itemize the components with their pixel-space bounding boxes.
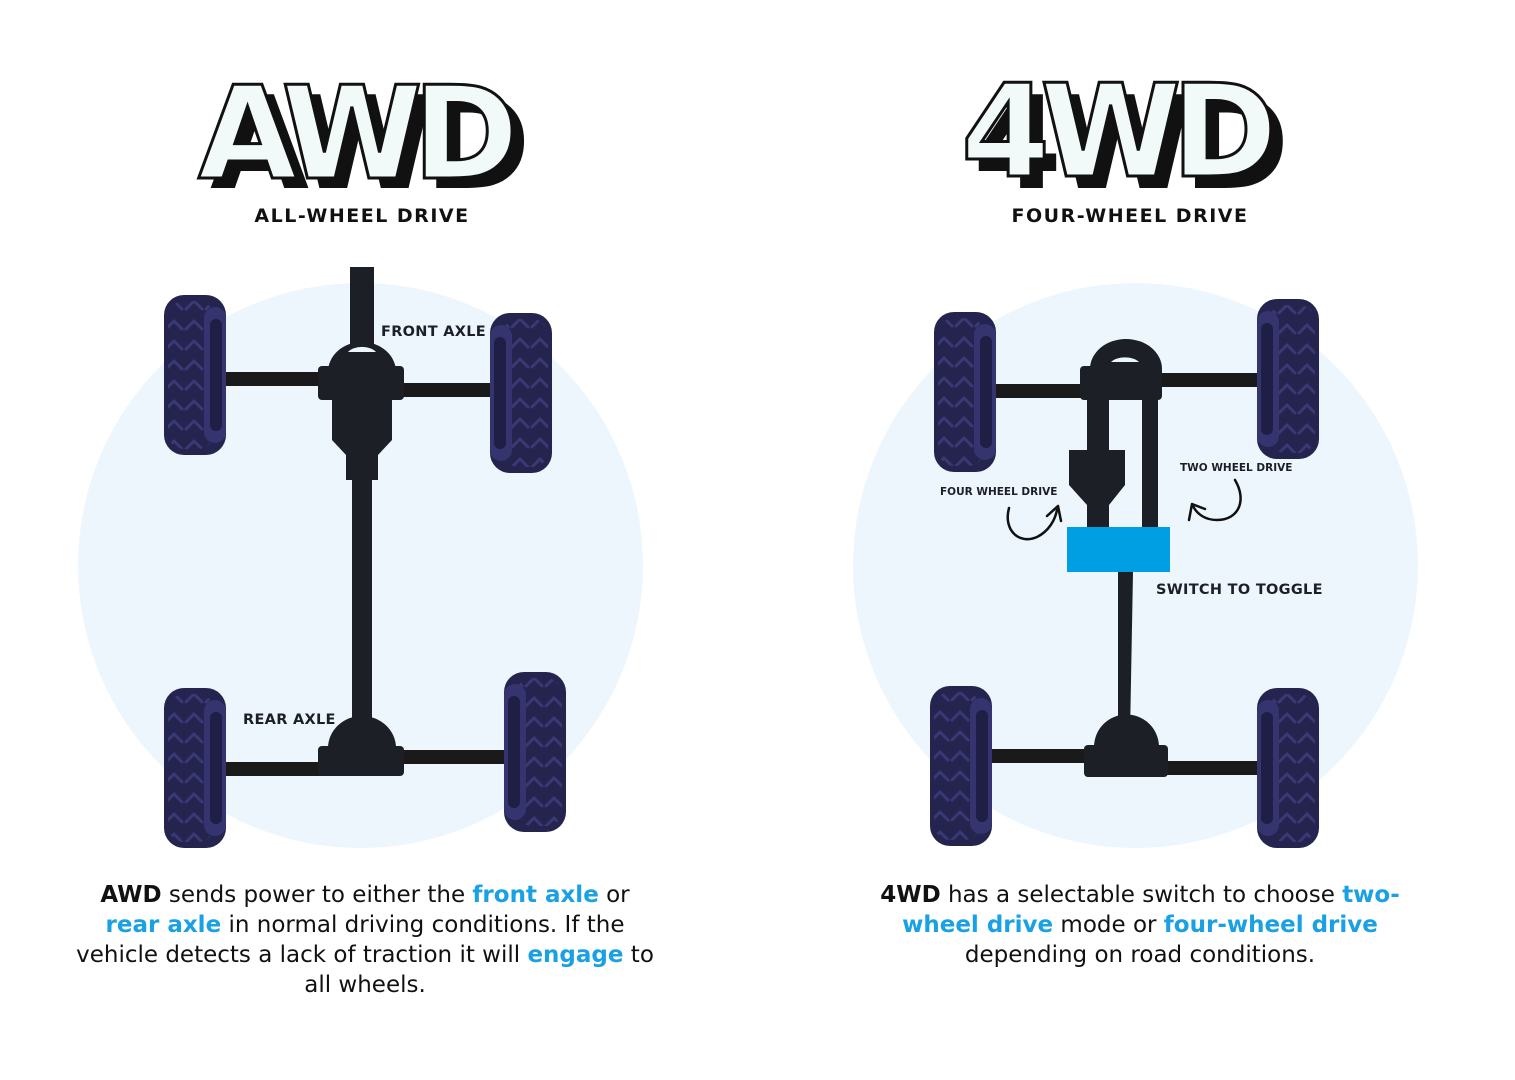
highlight-front-axle: front axle — [472, 882, 599, 908]
awd-lead: AWD — [100, 882, 162, 908]
front-axle-label: FRONT AXLE — [381, 324, 487, 340]
awd-drivetrain-diagram — [164, 267, 566, 848]
4wd-subtitle: FOUR-WHEEL DRIVE — [1011, 205, 1249, 227]
highlight-rear-axle: rear axle — [105, 912, 222, 938]
4wd-lead: 4WD — [880, 882, 941, 908]
svg-text:AWD: AWD — [210, 70, 525, 200]
highlight-two-wheel-drive: two-wheel drive — [902, 882, 1400, 938]
awd-logo: AWD AWD — [197, 70, 531, 200]
awd-panel: AWD AWD ALL-WHEEL DRIVE FRONT AXLE REAR … — [0, 0, 757, 1080]
4wd-drivetrain-diagram — [930, 299, 1319, 848]
rear-axle-label: REAR AXLE — [243, 712, 336, 728]
highlight-engage: engage — [527, 942, 624, 968]
4wd-logo: 4WD 4WD — [960, 70, 1294, 200]
awd-description: AWD sends power to either the front axle… — [76, 882, 654, 998]
svg-text:4WD: 4WD — [973, 70, 1283, 200]
4wd-description: 4WD has a selectable switch to choose tw… — [880, 882, 1400, 968]
awd-subtitle: ALL-WHEEL DRIVE — [254, 205, 470, 227]
switch-block — [1067, 527, 1170, 572]
4wd-panel: 4WD 4WD FOUR-WHEEL DRIVE F — [757, 0, 1514, 1080]
switch-to-toggle-label: SWITCH TO TOGGLE — [1156, 582, 1323, 598]
four-wheel-drive-label: FOUR WHEEL DRIVE — [940, 486, 1058, 498]
two-wheel-drive-label: TWO WHEEL DRIVE — [1180, 462, 1293, 474]
svg-text:AWD: AWD — [198, 70, 513, 200]
highlight-four-wheel-drive: four-wheel drive — [1163, 912, 1378, 938]
svg-text:4WD: 4WD — [961, 70, 1271, 200]
